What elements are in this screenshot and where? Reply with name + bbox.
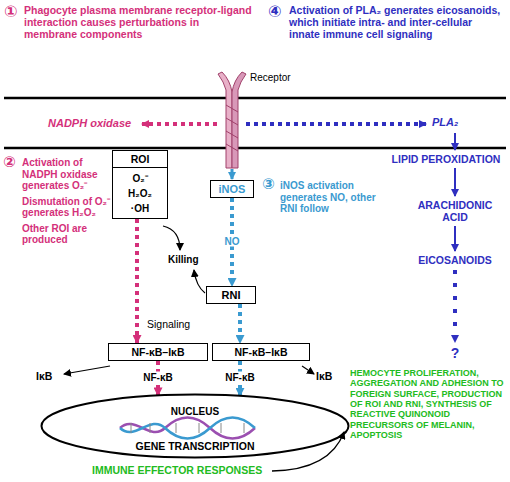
- callout-number: ③: [262, 176, 275, 193]
- node-title: ROI: [113, 153, 167, 168]
- node-text: GENE TRANSCRIPTION: [40, 440, 350, 452]
- note-text: Phagocyte plasma membrane receptor-ligan…: [24, 4, 252, 40]
- part-label: Receptor: [250, 72, 291, 84]
- node-title: iNOS: [214, 183, 250, 195]
- signal-arrow: [246, 122, 426, 126]
- outcome-list: HEMOCYTE PROLIFERATION, AGGREGATION AND …: [350, 368, 506, 440]
- note-text: Dismutation of O₂⁻ generates H₂O₂: [22, 196, 110, 219]
- note-text: Other ROI are produced: [22, 223, 110, 246]
- connector-label: NO: [223, 236, 242, 247]
- signal-connector: [135, 219, 139, 343]
- callout-number: ①: [4, 3, 18, 21]
- effect-label: Killing: [168, 254, 199, 266]
- flow-arrow: [454, 168, 456, 196]
- dotted-arrow: [453, 270, 457, 342]
- pathway-step: ?: [405, 345, 505, 361]
- signal-arrow: [231, 169, 234, 179]
- species-box: ROI O₂⁻H₂O₂·OH: [112, 150, 168, 219]
- complex-box: NF-κB–IκB: [212, 343, 310, 361]
- process-label: Signaling: [147, 318, 190, 330]
- node-title: RNI: [210, 289, 252, 301]
- membrane-inner: [4, 147, 506, 150]
- connector-label: NF-κB: [223, 372, 256, 383]
- note-text: Activation of NADPH oxidase generates O₂…: [22, 157, 110, 192]
- note-text: Activation of PLA₂ generates eicosanoids…: [289, 4, 505, 40]
- dna-helix: [120, 418, 255, 439]
- enzyme-box: iNOS: [210, 180, 254, 198]
- signal-connector: [238, 304, 242, 343]
- flow-arrow: [454, 133, 456, 150]
- node-text: H₂O₂: [116, 186, 164, 201]
- callout-number: ②: [3, 154, 16, 171]
- node-title: NUCLEUS: [40, 406, 350, 417]
- nucleus-ellipse: NUCLEUS GENE TRANSCRIPTION: [40, 393, 350, 459]
- connector-label: NF-κB: [141, 372, 174, 383]
- enzyme-label: NADPH oxidase: [48, 117, 131, 130]
- release-arrow: [302, 366, 314, 374]
- killing-arrow: [163, 226, 180, 250]
- complex-box: NF-κB–IκB: [108, 343, 208, 361]
- receptor-symbol: [218, 72, 246, 168]
- node-title: NF-κB–IκB: [216, 346, 306, 358]
- membrane-outer: [4, 97, 506, 100]
- species-box: RNI: [206, 286, 256, 304]
- molecule-label: IκB: [36, 370, 52, 382]
- flow-arrow: [454, 226, 456, 251]
- node-text: ·OH: [116, 201, 164, 216]
- pathway-step: EICOSANOIDS: [400, 254, 510, 266]
- note-text: iNOS activation generates NO, other RNI …: [280, 180, 376, 215]
- enzyme-label: PLA₂: [432, 116, 458, 129]
- pathway-step: ARACHIDONIC ACID: [405, 199, 505, 223]
- signal-arrow: [142, 122, 217, 126]
- node-text: O₂⁻: [116, 171, 164, 186]
- killing-arrow: [194, 270, 205, 293]
- release-arrow: [64, 366, 110, 374]
- callout-number: ④: [268, 3, 282, 21]
- molecule-label: IκB: [316, 370, 332, 382]
- outcome-label: IMMUNE EFFECTOR RESPONSES: [92, 464, 262, 476]
- pathway-step: LIPID PEROXIDATION: [385, 153, 507, 165]
- node-title: NF-κB–IκB: [112, 346, 204, 358]
